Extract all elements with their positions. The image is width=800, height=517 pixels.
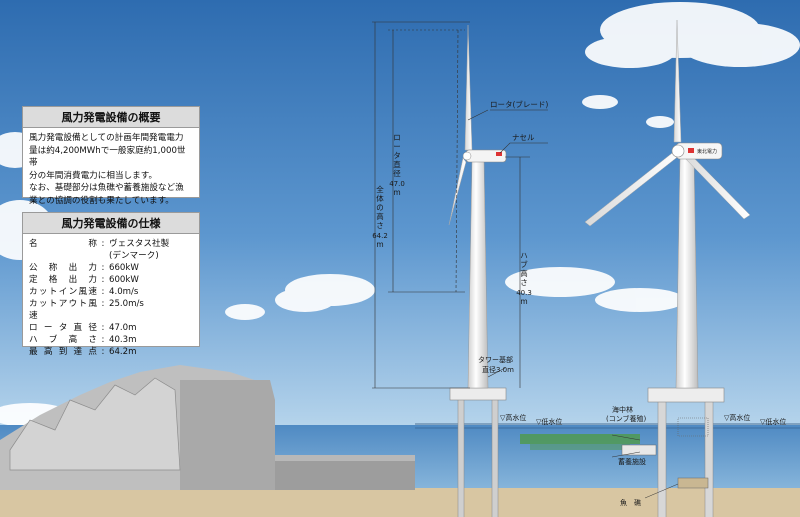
tower-base-label-1: タワー基部 [478, 355, 513, 364]
summary-panel: 風力発電設備の概要 風力発電設備としての計画年間発電電力 量は約4,200MWh… [22, 106, 200, 206]
summary-line: 量は約4,200MWhで一般家庭約1,000世帯 [29, 145, 186, 169]
spec-row-cut-out: カットアウト風速:25.0m/s [29, 299, 144, 321]
svg-text:さ: さ [520, 278, 528, 287]
svg-text:の: の [376, 203, 384, 212]
hub-height-label: ハ ブ 高 さ 40.3 m [516, 251, 532, 306]
summary-line: なお、基礎部分は魚礁や蓄養施設など漁 [29, 183, 184, 193]
specs-panel: 風力発電設備の仕様 名 称:ヴェスタス社製 (デンマーク) 公称出力:660kW… [22, 212, 200, 357]
rotor-blade-label: ロータ(ブレード) [490, 99, 548, 109]
svg-text:ロ: ロ [393, 133, 401, 142]
spec-row-rated-output: 定格出力:600kW [29, 275, 139, 285]
fish-reef-label: 魚 礁 [620, 498, 641, 507]
svg-text:直: 直 [393, 159, 401, 169]
culture-facility [621, 444, 657, 456]
high-water-right-label: ▽高水位 [724, 413, 750, 422]
specs-title: 風力発電設備の仕様 [23, 213, 199, 234]
spec-row-cut-in: カットイン風速:4.0m/s [29, 287, 139, 297]
svg-text:m: m [393, 188, 400, 197]
svg-text:m: m [376, 240, 383, 249]
svg-text:体: 体 [376, 193, 384, 203]
specs-body: 名 称:ヴェスタス社製 (デンマーク) 公称出力:660kW 定格出力:600k… [23, 234, 199, 362]
turbine-photo-right: 東北電力 [584, 19, 751, 517]
high-water-left-label: ▽高水位 [500, 413, 526, 422]
svg-text:40.3: 40.3 [516, 289, 532, 297]
nacelle-label: ナセル [512, 133, 535, 142]
total-height-label: 全 体 の 高 さ 64.2 m [372, 184, 388, 249]
spec-row-max-height: 最高到達点:64.2m [29, 347, 137, 357]
tower-base-label-2: 直径3.0m [482, 365, 514, 374]
seaweed-forest [520, 434, 640, 450]
svg-text:ー: ー [393, 142, 401, 151]
summary-line: 風力発電設備としての計画年間発電電力 [29, 133, 184, 143]
svg-text:高: 高 [520, 268, 528, 278]
summary-body: 風力発電設備としての計画年間発電電力 量は約4,200MWhで一般家庭約1,00… [23, 128, 199, 211]
spec-row-hub-height: ハブ高さ:40.3m [29, 335, 137, 345]
svg-text:径: 径 [393, 168, 401, 178]
spec-row-name: 名 称:ヴェスタス社製 [29, 239, 170, 249]
summary-title: 風力発電設備の概要 [23, 107, 199, 128]
spec-row-name-country: (デンマーク) [109, 251, 159, 261]
breakwater [0, 365, 415, 490]
seaweed-label-1: 海中林 [612, 405, 633, 414]
spec-row-rotor-diameter: ロータ直径:47.0m [29, 323, 137, 333]
spec-row-nominal-output: 公称出力:660kW [29, 263, 139, 273]
summary-line: 分の年間消費電力に相当します。 [29, 170, 158, 181]
svg-text:全: 全 [376, 184, 384, 194]
seaweed-label-2: (コンブ養殖) [606, 414, 647, 423]
svg-text:タ: タ [393, 151, 401, 160]
low-water-right-label: ▽低水位 [760, 417, 786, 426]
summary-line: 業との協調の役割も果たしています。 [29, 195, 174, 206]
svg-text:さ: さ [376, 221, 384, 230]
svg-text:47.0: 47.0 [389, 180, 405, 188]
seabed [0, 488, 800, 517]
svg-text:ブ: ブ [520, 259, 528, 269]
svg-text:高: 高 [376, 211, 384, 221]
svg-text:ハ: ハ [520, 251, 528, 260]
svg-text:m: m [520, 297, 527, 306]
fish-reef [677, 477, 709, 489]
low-water-left-label: ▽低水位 [536, 417, 562, 426]
svg-text:64.2: 64.2 [372, 232, 388, 240]
rotor-diameter-label: ロ ー タ 直 径 47.0 m [389, 133, 405, 197]
nacelle-logo: 東北電力 [697, 148, 717, 155]
turbine-diagram-left [372, 21, 548, 517]
culture-label: 蓄養施設 [618, 457, 646, 466]
